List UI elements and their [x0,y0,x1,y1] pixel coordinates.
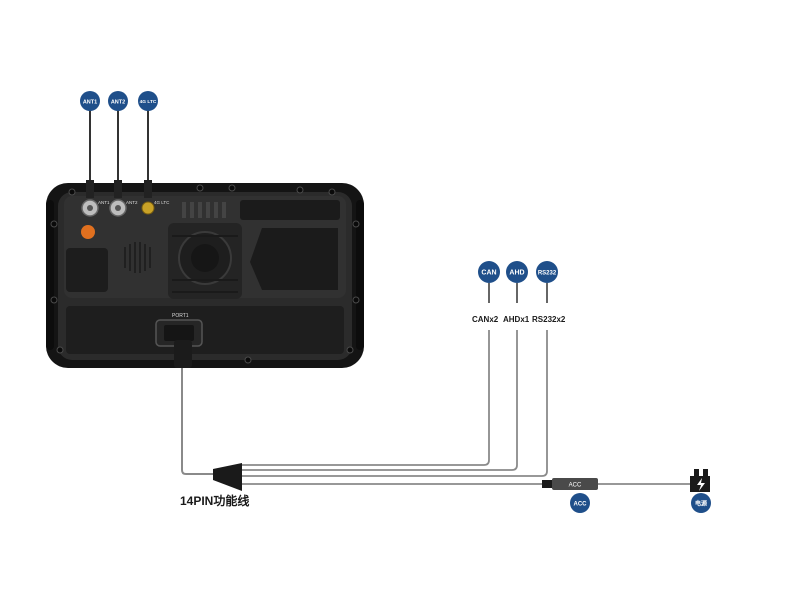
interface-ahd-badge: AHD [506,261,528,283]
ahd-badge-text: AHD [509,270,524,277]
interface-rs232-badge: RS232 [536,261,558,283]
port1-connector [155,319,203,368]
can-badge-text: CAN [481,270,496,277]
rs232-badge-text: RS232 [538,271,557,277]
ant1-port-label: ANT1 [98,200,110,205]
ant2-badge-text: ANT2 [111,100,125,106]
ant1-badge: ANT1 [80,91,100,111]
ant2-port-label: ANT2 [126,200,138,205]
rs232-label: RS232x2 [532,315,566,324]
power-plug [690,469,710,492]
ahd-label: AHDx1 [503,315,530,324]
acc-plug: ACC [542,478,598,490]
speaker-grill [124,242,151,273]
screws [50,184,360,364]
ant1-connector [81,180,99,217]
interface-stubs [488,283,548,303]
lte-port-label: 4G LTC [154,200,170,205]
antenna-cables [89,110,149,183]
can-label: CANx2 [472,315,499,324]
branch-cables [242,330,692,485]
heatsink [168,223,242,299]
port1-label: PORT1 [172,313,189,319]
cable-splitter [213,463,242,491]
ant2-badge: ANT2 [108,91,128,111]
acc-badge-text: ACC [574,502,588,508]
ant2-connector [109,180,127,217]
power-badge-text: 电源 [695,500,707,508]
lightning-icon [697,478,705,491]
cable-label: 14PIN功能线 [180,493,249,508]
lte-badge-text: 4G LTC [140,99,157,105]
acc-badge: ACC [570,493,590,513]
interface-can-badge: CAN [478,261,500,283]
ant1-badge-text: ANT1 [83,100,97,106]
power-port [81,225,95,239]
main-cable [181,368,215,475]
vent-fins [182,202,226,218]
lte-connector [141,180,155,215]
lte-badge: 4G LTC [138,91,158,111]
tablet-device [46,183,364,368]
power-badge: 电源 [691,493,711,513]
acc-tag-text: ACC [569,483,582,489]
